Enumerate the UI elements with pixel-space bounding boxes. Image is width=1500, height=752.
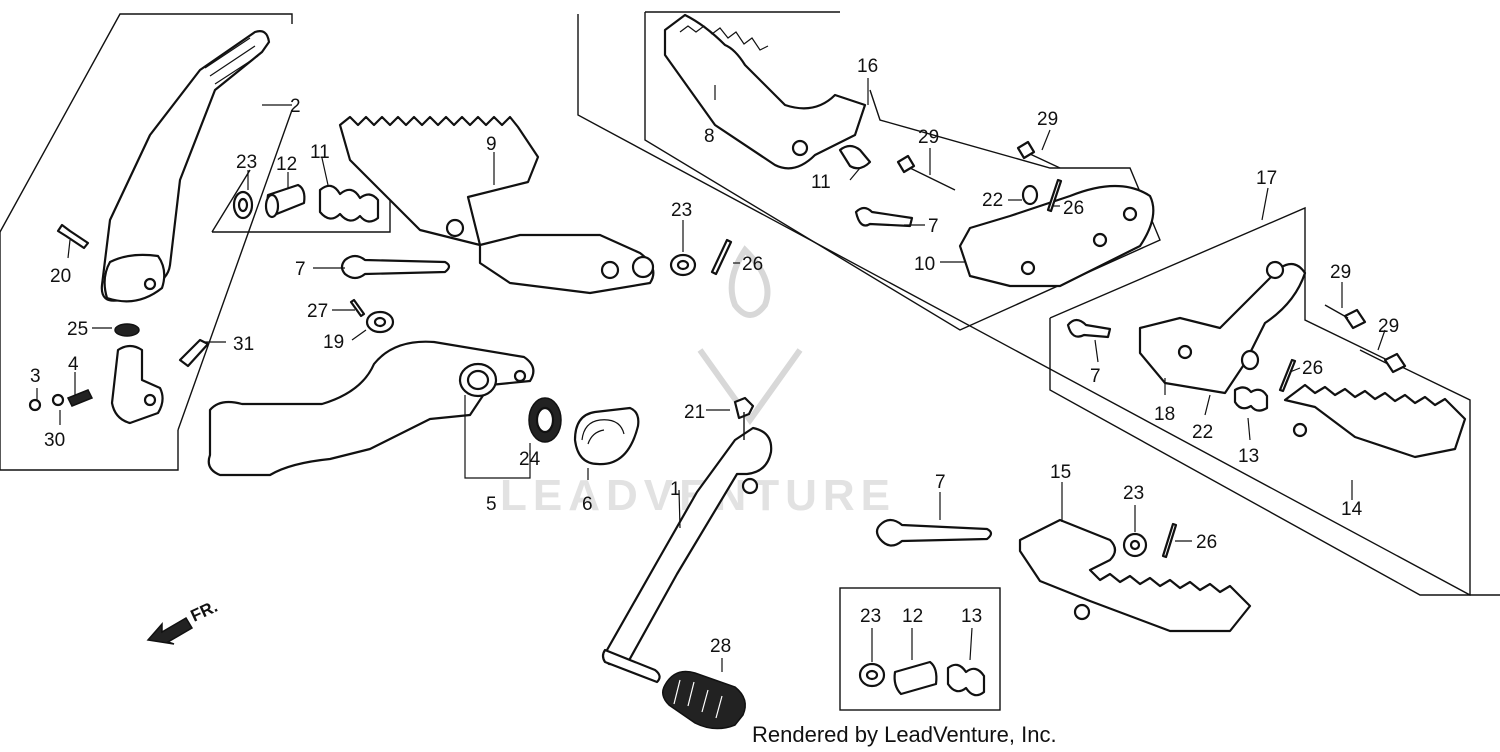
callout-31: 31 — [233, 334, 254, 355]
pin-7-upper — [854, 206, 914, 228]
rubber-tip-28 — [662, 670, 746, 730]
bolt-29-b — [1016, 140, 1061, 169]
callout-7-bottom: 7 — [935, 472, 946, 493]
callout-8: 8 — [704, 126, 715, 147]
callout-22-right: 22 — [1192, 422, 1213, 443]
washer-collar-spring-set — [232, 183, 380, 223]
callout-29-c: 29 — [1330, 262, 1351, 283]
callout-28: 28 — [710, 636, 731, 657]
callout-27: 27 — [307, 301, 328, 322]
callout-22-upper: 22 — [982, 190, 1003, 211]
pin-7-bottom — [875, 518, 993, 547]
bolt-29-c — [1324, 304, 1367, 330]
pin-7-left — [340, 254, 451, 280]
step-9 — [338, 115, 655, 295]
callout-23-right: 23 — [1123, 483, 1144, 504]
bracket-10 — [958, 178, 1155, 288]
callout-26-middle: 26 — [742, 254, 763, 275]
callout-19: 19 — [323, 332, 344, 353]
callout-10: 10 — [914, 254, 935, 275]
rendered-by-footer: Rendered by LeadVenture, Inc. — [752, 722, 1057, 747]
callout-5: 5 — [486, 494, 497, 515]
callout-20: 20 — [50, 266, 71, 287]
callout-24: 24 — [519, 449, 541, 470]
step-15 — [1018, 518, 1252, 633]
pivot-washer-19 — [349, 298, 395, 334]
callout-23-bottom: 23 — [860, 606, 881, 627]
callout-26-right: 26 — [1302, 358, 1323, 379]
callout-7-right: 7 — [1090, 366, 1101, 387]
step-8 — [663, 13, 872, 170]
bracket-18 — [1138, 260, 1307, 395]
callout-2: 2 — [290, 96, 301, 117]
bottom-spring-set — [858, 660, 986, 697]
callout-26-upper: 26 — [1063, 198, 1084, 219]
callout-7-left: 7 — [295, 259, 306, 280]
callout-13-bottom: 13 — [961, 606, 982, 627]
callout-21: 21 — [684, 402, 705, 423]
callout-26-bottom: 26 — [1196, 532, 1217, 553]
leader-lines — [36, 78, 1386, 672]
washer-cotter-bottom — [1122, 522, 1178, 559]
callout-12-bottom: 12 — [902, 606, 923, 627]
kick-starter-arm — [100, 30, 271, 303]
seal-and-spring — [528, 397, 640, 466]
washer-22-spring-13-right — [1233, 349, 1297, 412]
callout-1: 1 — [670, 479, 681, 500]
callout-25: 25 — [67, 319, 88, 340]
callout-15: 15 — [1050, 462, 1071, 483]
pin-7-right — [1066, 318, 1112, 339]
callout-16: 16 — [857, 56, 878, 77]
callout-29-b: 29 — [1037, 109, 1058, 130]
callout-23-left: 23 — [236, 152, 257, 173]
callout-14: 14 — [1341, 499, 1363, 520]
callout-7-upper: 7 — [928, 216, 939, 237]
kick-boss-and-bolt — [28, 223, 210, 425]
step-14 — [1283, 383, 1467, 459]
bolt-29-a — [896, 154, 956, 191]
callout-11-upper: 11 — [811, 172, 831, 193]
callout-11-left: 11 — [310, 142, 330, 163]
kick-starter-group-frame — [0, 13, 293, 471]
callout-3: 3 — [30, 366, 41, 387]
callout-13-right: 13 — [1238, 446, 1259, 467]
callout-17: 17 — [1256, 168, 1277, 189]
callout-23-middle: 23 — [671, 200, 692, 221]
callout-29-a: 29 — [918, 127, 939, 148]
callout-9: 9 — [486, 134, 497, 155]
bolt-29-d — [1359, 349, 1407, 374]
front-direction-arrow: FR. — [146, 597, 221, 645]
callout-12-left: 12 — [276, 154, 297, 175]
leadventure-watermark: LEADVENTURE — [500, 245, 890, 520]
bottom-spring-set-frame — [839, 587, 1001, 711]
callout-labels: 1 2 3 4 5 6 7 7 7 7 8 9 10 11 11 12 12 1… — [30, 56, 1399, 657]
callout-4: 4 — [68, 354, 79, 375]
callout-30: 30 — [44, 430, 65, 451]
callout-6: 6 — [582, 494, 593, 515]
callout-18: 18 — [1154, 404, 1175, 425]
fr-label: FR. — [188, 597, 221, 626]
right-step-frame — [1049, 206, 1471, 596]
callout-29-d: 29 — [1378, 316, 1399, 337]
brake-pedal — [207, 340, 535, 477]
gear-change-pedal — [601, 396, 773, 684]
washer-cotter-middle — [669, 238, 733, 277]
